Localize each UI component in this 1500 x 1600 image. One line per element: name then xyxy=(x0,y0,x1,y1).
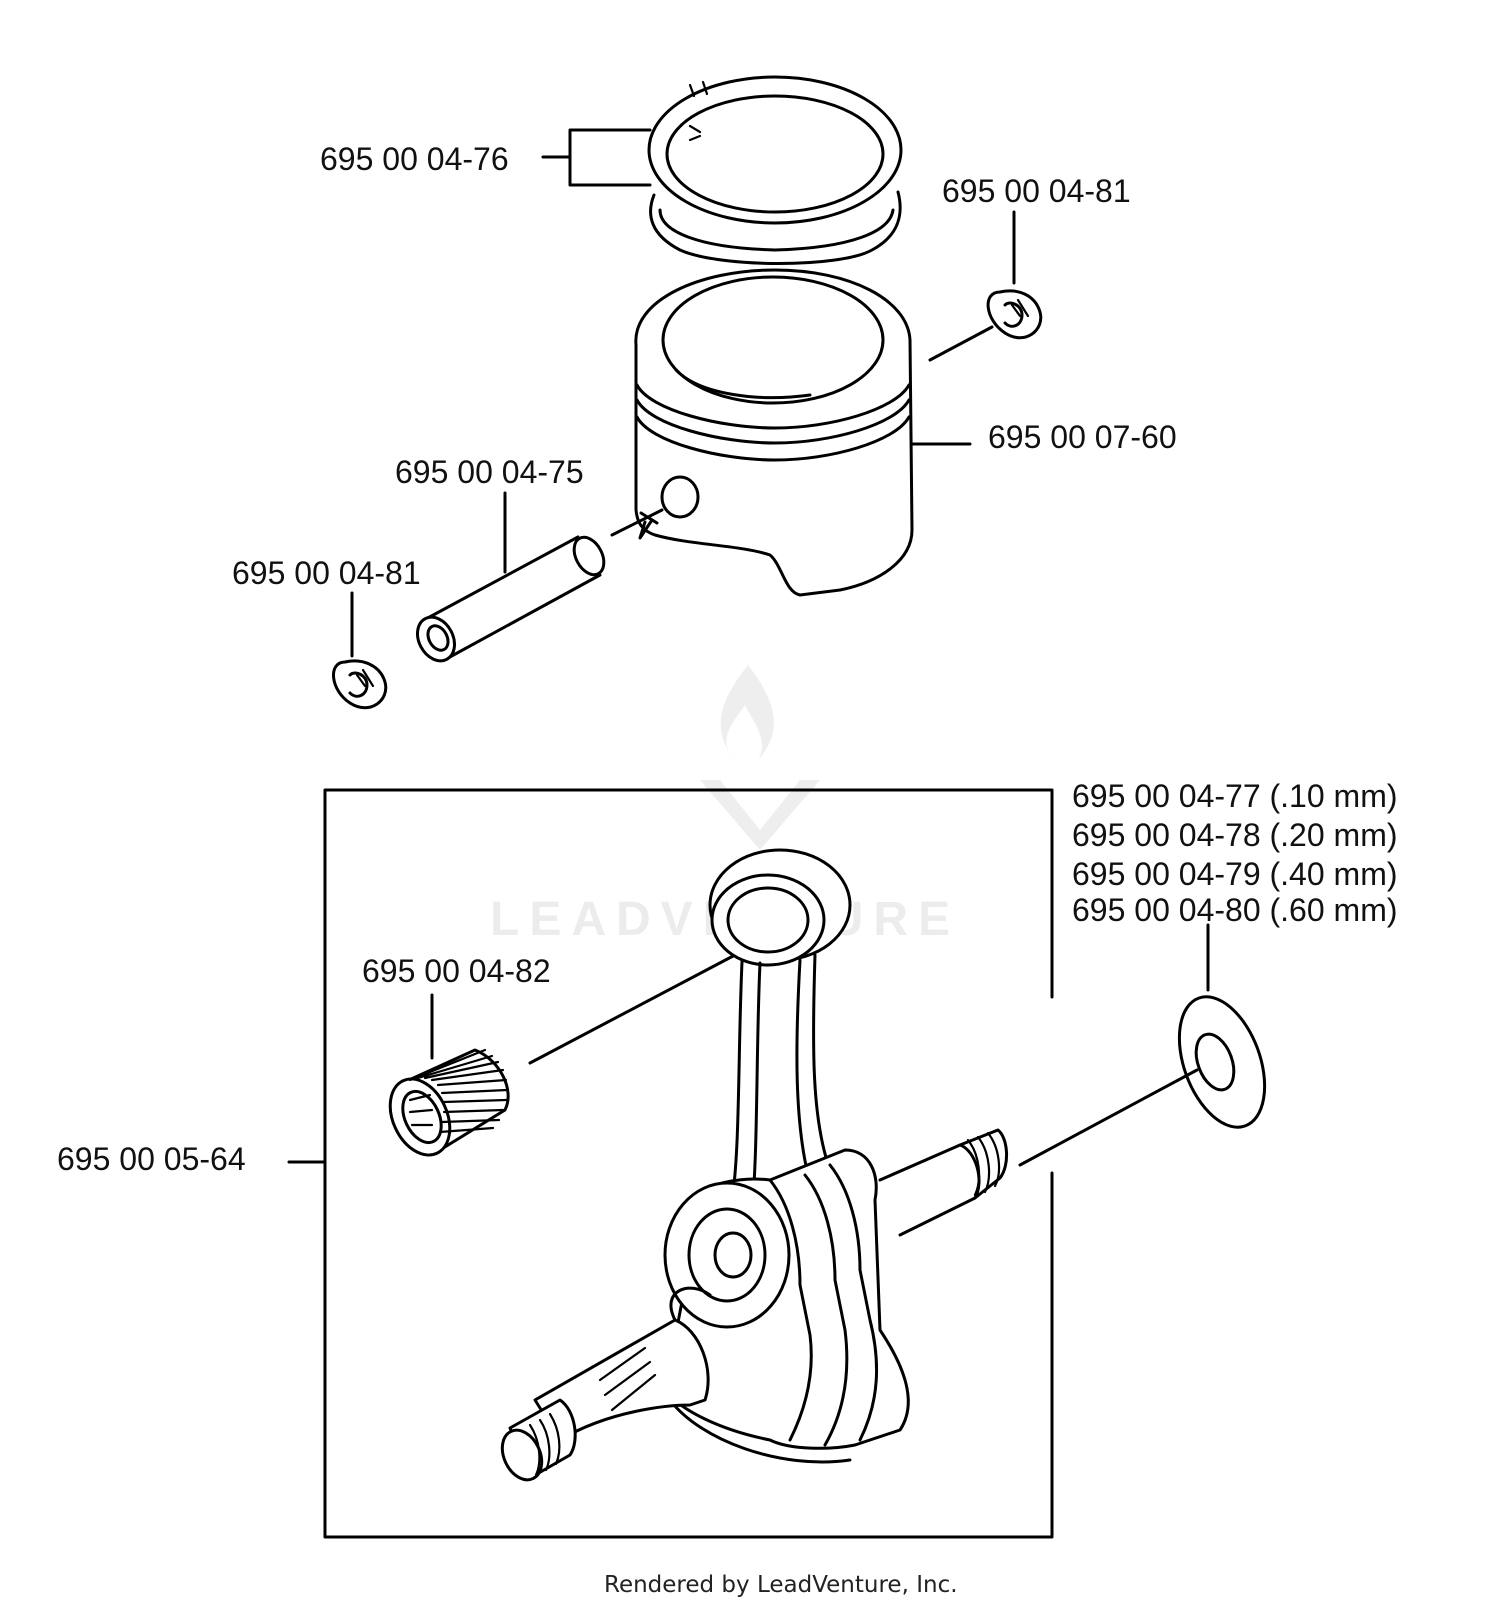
piston-pin-label: 695 00 04-75 xyxy=(395,454,584,490)
shim-label-4: 695 00 04-80 (.60 mm) xyxy=(1072,892,1398,928)
crankshaft-assembly-box xyxy=(287,788,1054,1539)
circlip-top-drawing xyxy=(928,210,1043,362)
piston-pin-drawing xyxy=(416,491,606,663)
shim-label-2: 695 00 04-78 (.20 mm) xyxy=(1072,817,1398,853)
crankshaft-drawing xyxy=(500,848,1008,1482)
crankshaft-label: 695 00 05-64 xyxy=(57,1141,246,1177)
piston-rings-label: 695 00 04-76 xyxy=(320,141,509,177)
circlip-left-drawing xyxy=(332,591,388,710)
circlip-top-label: 695 00 04-81 xyxy=(942,173,1131,209)
piston-drawing xyxy=(610,268,972,597)
shim-label-3: 695 00 04-79 (.40 mm) xyxy=(1072,856,1398,892)
piston-rings-drawing xyxy=(541,75,903,265)
circlip-left-label: 695 00 04-81 xyxy=(232,555,421,591)
credit-text: Rendered by LeadVenture, Inc. xyxy=(604,1572,958,1598)
needle-bearing-drawing xyxy=(388,953,737,1157)
shim-labels: 695 00 04-77 (.10 mm) 695 00 04-78 (.20 … xyxy=(1072,778,1398,928)
shim-drawing xyxy=(1018,923,1267,1167)
needle-bearing-label: 695 00 04-82 xyxy=(362,953,551,989)
shim-label-1: 695 00 04-77 (.10 mm) xyxy=(1072,778,1398,814)
piston-label: 695 00 07-60 xyxy=(988,419,1177,455)
